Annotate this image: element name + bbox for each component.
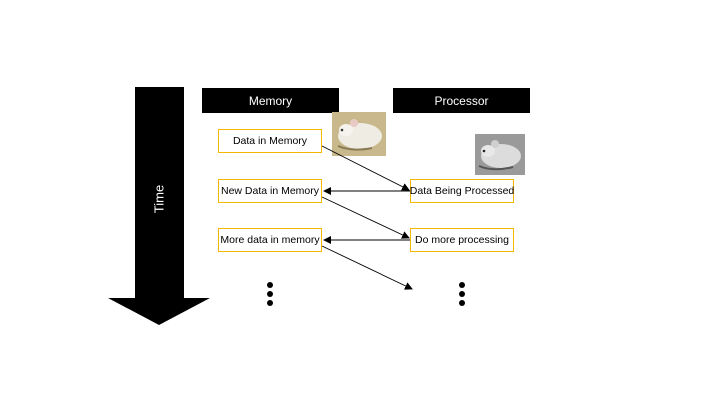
memory-box-2: New Data in Memory xyxy=(218,179,322,203)
processor-ellipsis-dot xyxy=(459,291,465,297)
processor-box-2: Do more processing xyxy=(410,228,514,252)
memory-ellipsis-dot xyxy=(267,291,273,297)
mouse-photo-icon xyxy=(475,134,525,175)
memory-box-1: Data in Memory xyxy=(218,129,322,153)
memory-mouse-image xyxy=(332,112,386,156)
memory-header: Memory xyxy=(202,88,339,113)
memory-ellipsis-dot xyxy=(267,300,273,306)
time-label: Time xyxy=(151,184,167,214)
processor-ellipsis-dot xyxy=(459,282,465,288)
memory-box-3: More data in memory xyxy=(218,228,322,252)
processor-ellipsis-dot xyxy=(459,300,465,306)
memory-ellipsis-dot xyxy=(267,282,273,288)
processor-box-1: Data Being Processed xyxy=(410,179,514,203)
processor-mouse-image xyxy=(475,134,525,175)
processor-header: Processor xyxy=(393,88,530,113)
mouse-photo-icon xyxy=(332,112,386,156)
